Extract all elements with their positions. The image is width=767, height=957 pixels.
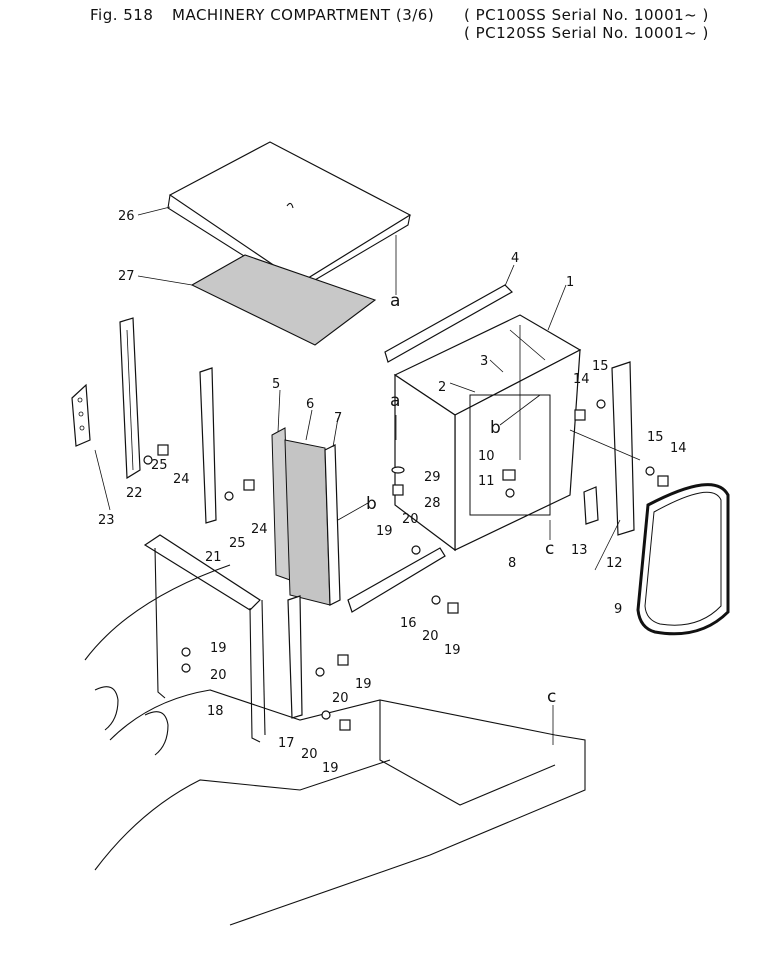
ref-c-chassis: c <box>547 687 556 707</box>
callout-27: 27 <box>118 269 135 284</box>
callout-11: 11 <box>478 474 495 489</box>
callout-19c: 19 <box>355 677 372 692</box>
callout-25b: 25 <box>229 536 246 551</box>
side-frame-18 <box>143 534 266 743</box>
serial-range-pc120ss: ( PC120SS Serial No. 10001~ ) <box>464 24 709 42</box>
callout-4: 4 <box>511 251 519 266</box>
callout-20e: 20 <box>301 747 318 762</box>
ref-a-upper: a <box>390 291 400 311</box>
ref-b-frame: b <box>490 418 501 438</box>
callout-10: 10 <box>478 449 495 464</box>
post-12 <box>611 361 635 536</box>
reference-letters: a a b b c c <box>366 291 556 707</box>
callout-8: 8 <box>508 556 516 571</box>
ref-c-frame: c <box>545 539 554 559</box>
callout-18: 18 <box>207 704 224 719</box>
window-seal-9 <box>636 483 730 636</box>
callout-1: 1 <box>566 275 574 290</box>
callout-3: 3 <box>480 354 488 369</box>
callout-7: 7 <box>334 411 342 426</box>
insulation-pad <box>190 254 377 346</box>
callout-14b: 14 <box>670 441 687 456</box>
ref-a-lower: a <box>390 391 400 411</box>
callout-19a: 19 <box>376 524 393 539</box>
callout-13: 13 <box>571 543 588 558</box>
callout-14a: 14 <box>573 372 590 387</box>
post-17 <box>287 595 303 719</box>
callout-20c: 20 <box>332 691 349 706</box>
bracket-21 <box>199 367 217 524</box>
serial-range-pc100ss: ( PC100SS Serial No. 10001~ ) <box>464 6 709 24</box>
top-cover <box>167 141 412 291</box>
callout-15a: 15 <box>592 359 609 374</box>
bracket-16 <box>347 547 446 613</box>
callout-9: 9 <box>614 602 622 617</box>
callout-24b: 24 <box>251 522 268 537</box>
rail-4 <box>384 284 513 363</box>
callout-6: 6 <box>306 397 314 412</box>
figure-number: Fig. 518 <box>90 6 154 24</box>
callout-19d: 19 <box>444 643 461 658</box>
seal-strip-23 <box>71 383 91 447</box>
callout-23: 23 <box>98 513 115 528</box>
callout-2: 2 <box>438 380 446 395</box>
callout-22: 22 <box>126 486 143 501</box>
callout-21: 21 <box>205 550 222 565</box>
callout-24a: 24 <box>173 472 190 487</box>
callout-28: 28 <box>424 496 441 511</box>
callout-20d: 20 <box>422 629 439 644</box>
figure-title: MACHINERY COMPARTMENT (3/6) <box>172 6 435 24</box>
callout-17: 17 <box>278 736 295 751</box>
callout-20a: 20 <box>402 512 419 527</box>
filter-screen-assembly <box>271 427 341 606</box>
bracket-22 <box>119 317 141 480</box>
ref-b-screen: b <box>366 494 377 514</box>
main-frame <box>393 314 582 552</box>
callout-19e: 19 <box>322 761 339 776</box>
leader-lines <box>94 206 641 745</box>
callout-16: 16 <box>400 616 417 631</box>
callout-20b: 20 <box>210 668 227 683</box>
callout-5: 5 <box>272 377 280 392</box>
callout-labels: 1 2 3 4 5 6 7 8 9 10 11 12 13 14 14 15 1… <box>98 209 687 776</box>
callout-19b: 19 <box>210 641 227 656</box>
callout-25a: 25 <box>151 458 168 473</box>
plate-13 <box>583 486 599 525</box>
chassis-outline <box>84 564 586 926</box>
fasteners <box>143 399 669 731</box>
callout-29: 29 <box>424 470 441 485</box>
callout-15b: 15 <box>647 430 664 445</box>
callout-12: 12 <box>606 556 623 571</box>
callout-26: 26 <box>118 209 135 224</box>
